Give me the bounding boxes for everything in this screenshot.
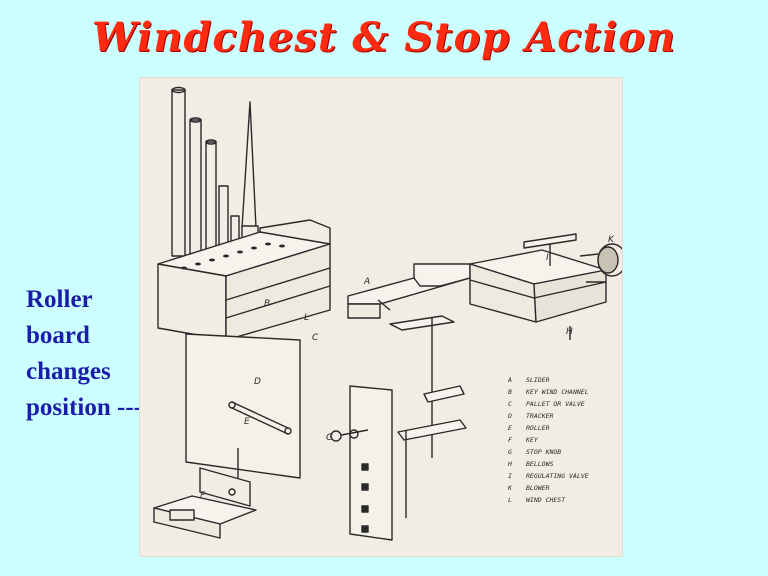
marker-c: C: [312, 333, 319, 343]
legend-text: KEY: [525, 436, 539, 444]
legend-key: I: [508, 472, 512, 480]
legend-text: ROLLER: [526, 424, 550, 432]
bellows: [469, 249, 607, 340]
marker-h: H: [566, 327, 573, 337]
side-note-line: board: [26, 322, 90, 349]
marker-b: B: [264, 299, 270, 309]
trackers: [389, 315, 467, 518]
legend-text: PALLET OR VALVE: [526, 400, 585, 408]
marker-g: G: [326, 433, 333, 443]
legend-text: WIND CHEST: [526, 496, 566, 504]
legend-key: E: [508, 424, 512, 432]
marker-e: E: [244, 417, 250, 427]
marker-i: I: [546, 253, 549, 263]
legend-key: H: [507, 460, 512, 468]
wind-channel: [347, 263, 471, 319]
legend-key: D: [507, 412, 512, 420]
marker-k: K: [608, 235, 615, 245]
side-note-line: Roller: [26, 286, 93, 313]
organ-diagram: A B C D E F G H I K L A SLIDER B KEY WIN…: [140, 78, 622, 556]
legend-text: TRACKER: [526, 412, 553, 420]
legend-text: REGULATING VALVE: [526, 472, 589, 480]
organ-pipes: [171, 86, 259, 257]
legend-key: G: [508, 448, 512, 456]
legend-key: F: [508, 436, 512, 444]
tracker-board: [185, 333, 301, 490]
legend-text: BELLOWS: [526, 460, 553, 468]
legend-key: K: [507, 484, 513, 492]
regulating-valve: [523, 233, 577, 266]
marker-d: D: [254, 377, 261, 387]
part-markers: A B C D E F G H I K L: [200, 235, 615, 501]
organ-diagram-drawing: A B C D E F G H I K L A SLIDER B KEY WIN…: [153, 86, 622, 541]
legend-key: B: [508, 388, 512, 396]
legend-text: SLIDER: [526, 376, 550, 384]
side-note: Roller board changes position --->: [26, 282, 196, 426]
stop-knob-board: [330, 385, 393, 541]
legend-text: BLOWER: [526, 484, 550, 492]
page-title: Windchest & Stop Action: [91, 14, 677, 61]
blower: [579, 243, 622, 283]
marker-l: L: [304, 313, 309, 323]
legend-text: STOP KNOB: [526, 448, 561, 456]
wind-chest: [157, 219, 331, 341]
key-assembly: [153, 467, 257, 539]
legend-key: A: [507, 376, 512, 384]
marker-f: F: [200, 491, 206, 501]
legend-key: L: [508, 496, 512, 504]
legend-text: KEY WIND CHANNEL: [525, 388, 589, 396]
legend-key: C: [508, 400, 512, 408]
legend: A SLIDER B KEY WIND CHANNEL C PALLET OR …: [507, 376, 589, 504]
side-note-line: changes: [26, 358, 111, 385]
marker-a: A: [363, 277, 370, 287]
side-note-line: position --->: [26, 394, 157, 421]
